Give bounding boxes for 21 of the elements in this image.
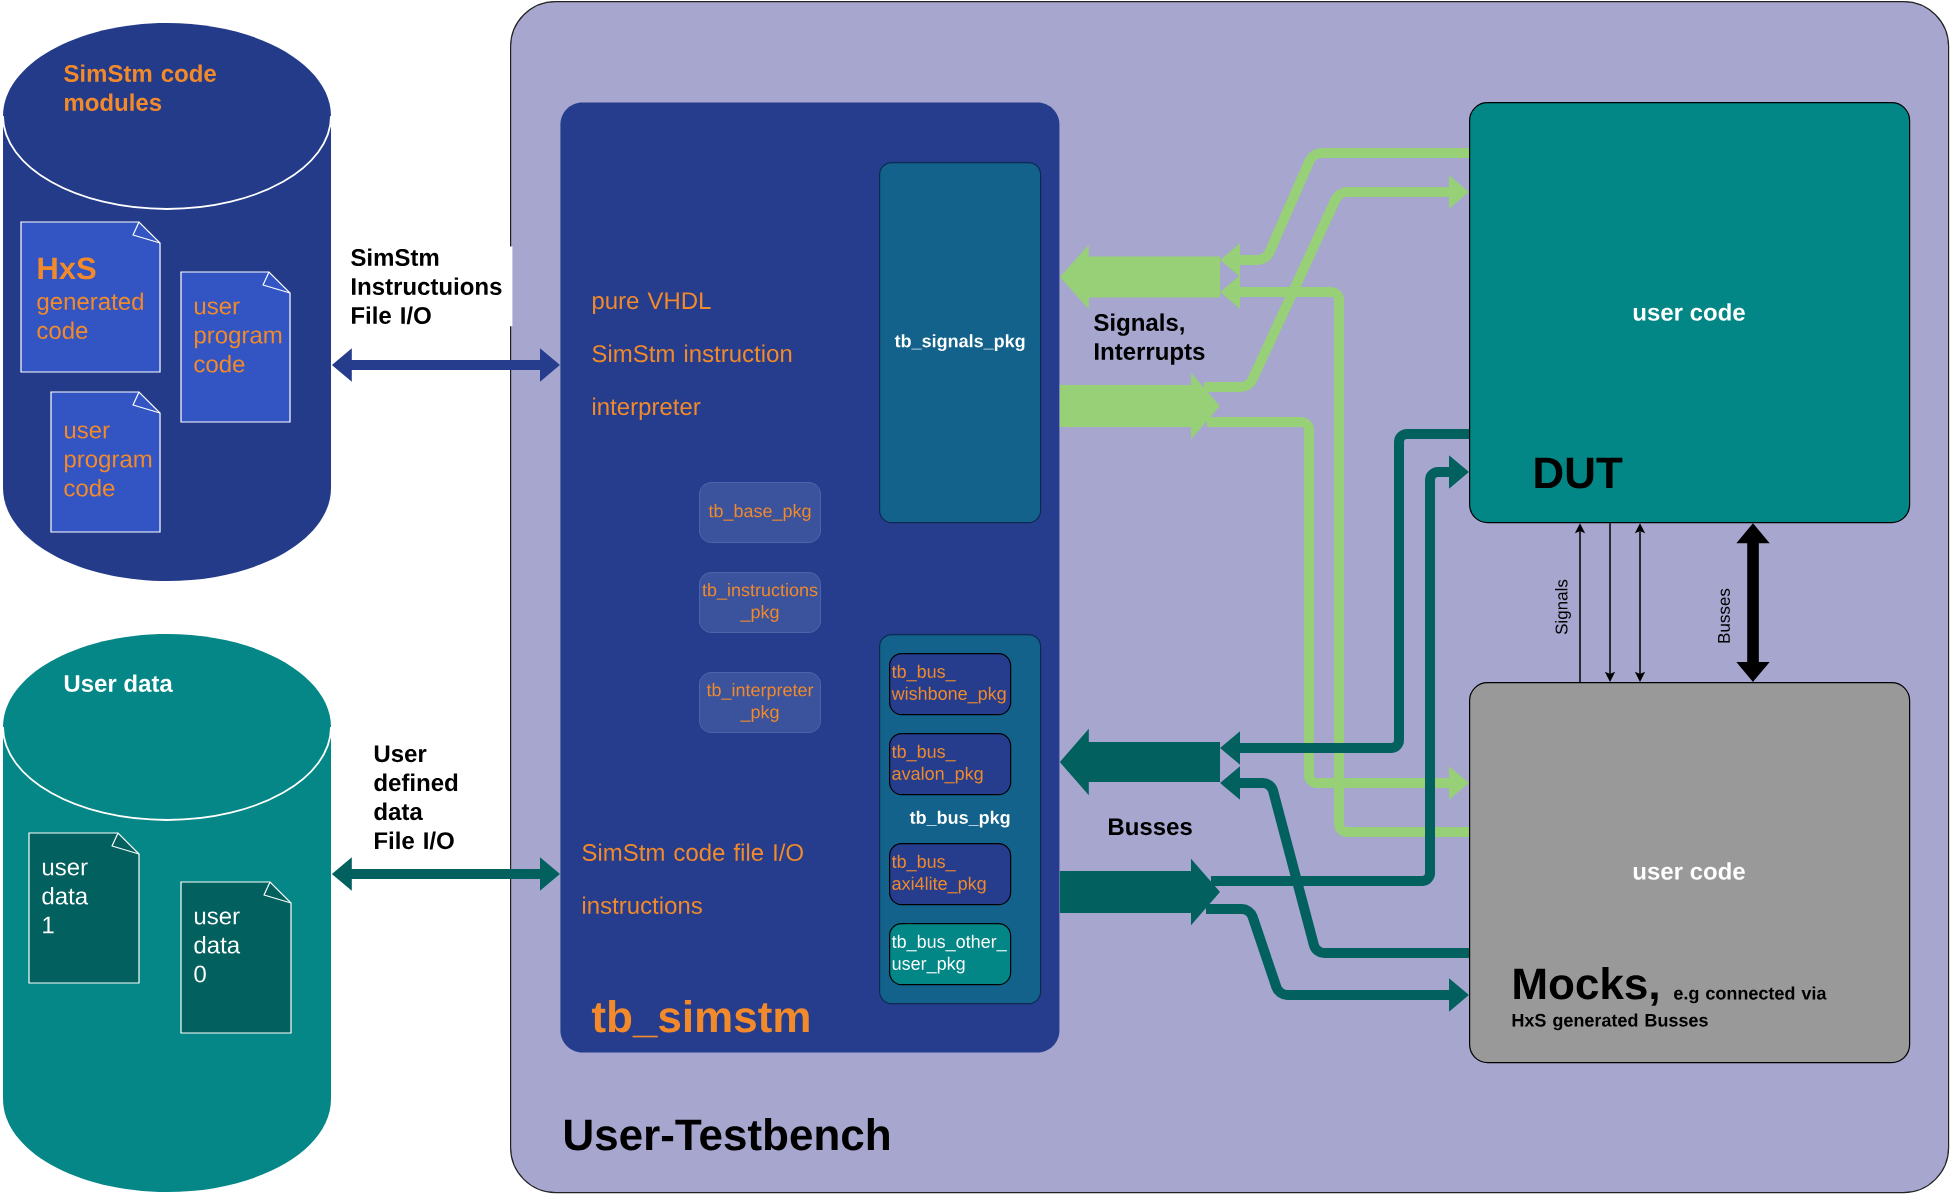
mock-box: user code Mocks, e.g connected via HxS generated Busses bbox=[1469, 682, 1911, 1064]
edge-label: Signals bbox=[1553, 577, 1573, 637]
group-label: Busses bbox=[1109, 818, 1192, 836]
document-page: user data 0 bbox=[180, 881, 292, 1034]
document-page: user program code bbox=[180, 271, 291, 423]
edge-label: User defined data File I/O bbox=[371, 743, 467, 852]
package-box: tb_interpreter _pkg bbox=[699, 672, 821, 733]
package-box: tb_bus_ avalon_pkg bbox=[889, 733, 1012, 796]
group-label: Signals, Interrupts bbox=[1094, 313, 1205, 365]
package-box: tb_base_pkg bbox=[699, 482, 821, 543]
document-page: user program code bbox=[50, 391, 161, 533]
edge-label: SimStm Instructuions File I/O bbox=[348, 246, 513, 327]
device-box: user code DUT bbox=[1469, 102, 1911, 524]
package-box: tb_signals_pkg bbox=[879, 162, 1042, 524]
package-box: tb_instructions _pkg bbox=[699, 572, 821, 633]
edge-label: Busses bbox=[1716, 586, 1732, 646]
package-box: tb_bus_other_ user_pkg bbox=[889, 923, 1012, 986]
package-box: tb_bus_ axi4lite_pkg bbox=[889, 843, 1012, 906]
package-box: tb_bus_ wishbone_pkg bbox=[889, 653, 1012, 716]
document-page: HxS generated code bbox=[20, 221, 161, 373]
document-page: user data 1 bbox=[28, 832, 140, 984]
